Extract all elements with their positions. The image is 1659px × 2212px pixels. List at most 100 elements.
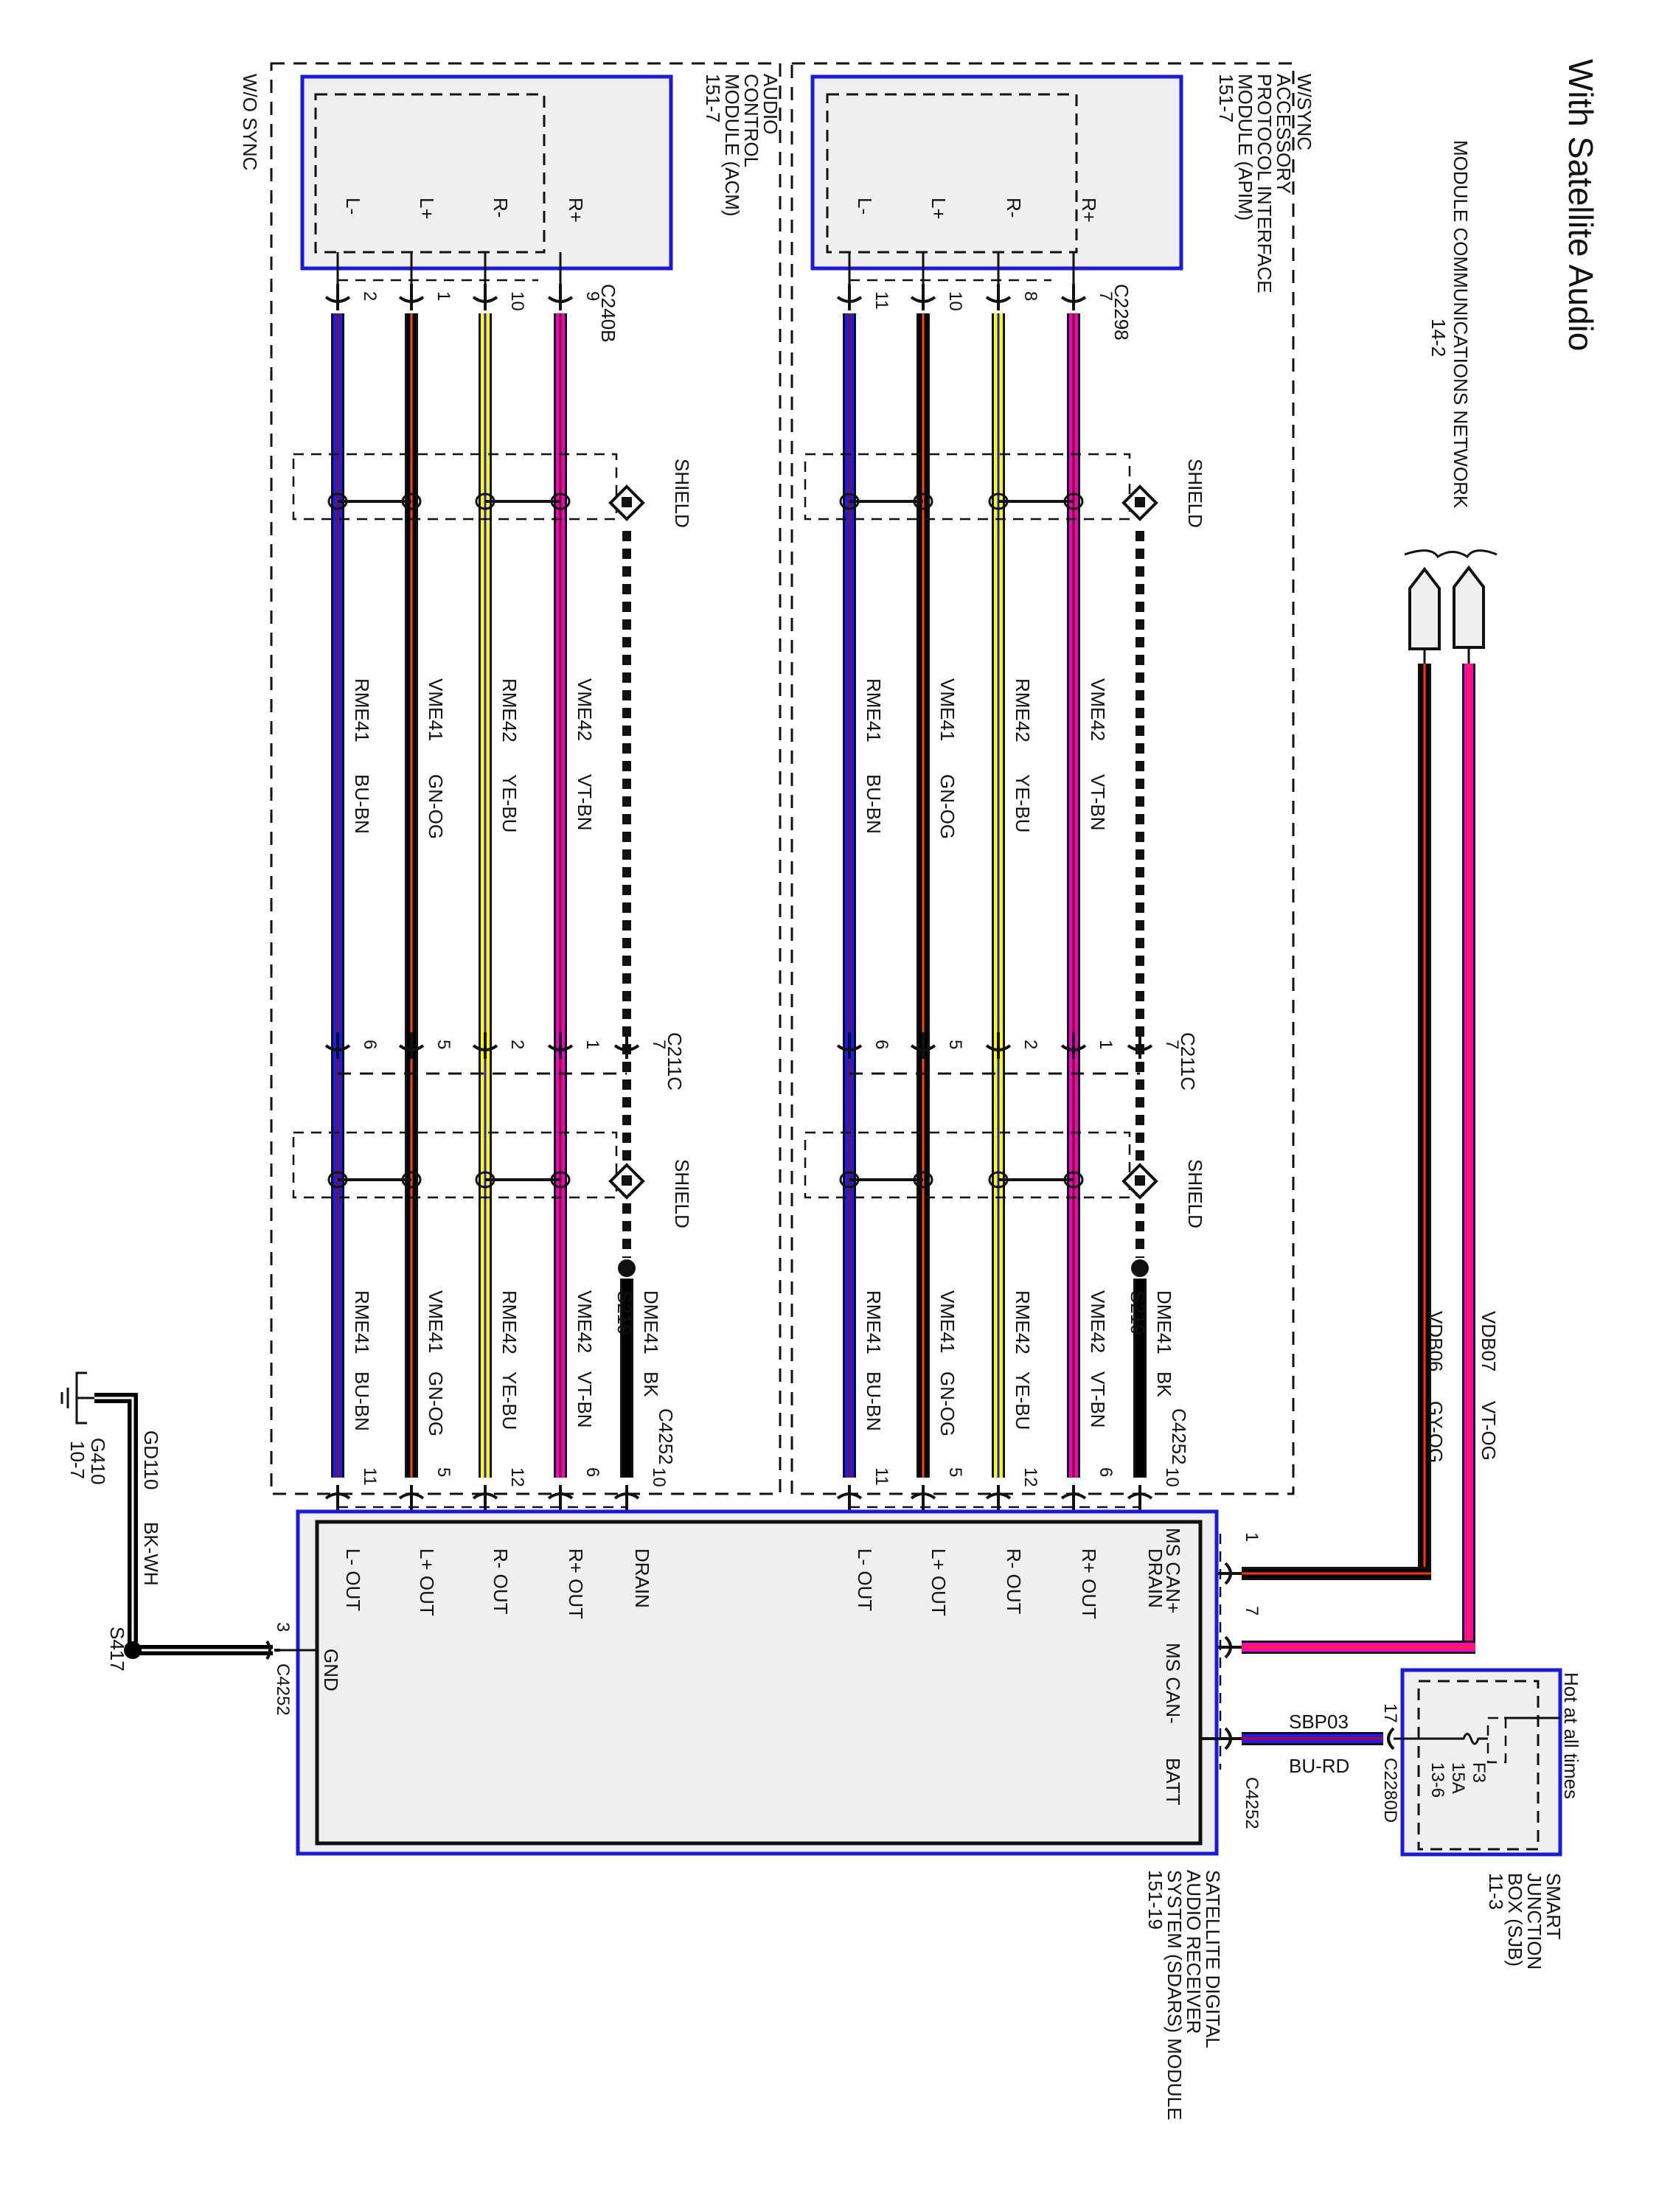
wire-circuit-label: RME41 <box>351 678 373 742</box>
can-connector-vdb06 <box>1408 566 1441 650</box>
module-pin-number: 10 <box>945 291 965 311</box>
inline-pin-connector <box>1060 1032 1087 1059</box>
inline-pin-number: 2 <box>507 1040 527 1049</box>
module-connector-label: C2298 <box>1110 284 1133 341</box>
sdars-module-inner <box>315 1520 1203 1846</box>
ground-splice-label: S417 <box>106 1627 128 1672</box>
section-wo-sync-outline <box>270 62 782 1495</box>
network-brace <box>1404 549 1498 559</box>
sjb-title-line: BOX (SJB) <box>1504 1873 1526 1966</box>
module-pin-connector <box>910 284 936 310</box>
module-terminal: R- <box>1003 198 1025 218</box>
section-wo-sync-label: W/O SYNC <box>239 74 261 170</box>
can-wire-color-vdb07: VT-OG <box>1478 1401 1500 1461</box>
module-pin-connector <box>324 284 351 310</box>
wire-color-label: VT-BN <box>574 774 596 831</box>
splice-s219 <box>1131 1259 1149 1277</box>
inline-pin-number: 1 <box>1096 1040 1116 1049</box>
ground-circuit: GD110 <box>140 1430 162 1489</box>
section-w-sync-label: W/SYNC <box>1293 74 1315 150</box>
sdars-title-line: SYSTEM (SDARS) MODULE <box>1164 1870 1186 2121</box>
wire-circuit-label: RME42 <box>1012 1290 1034 1354</box>
acm-module-inner <box>314 93 546 254</box>
module-title-line: 151-7 <box>1215 74 1237 123</box>
inline-pin-connector <box>985 1032 1012 1059</box>
inline-pin-connector <box>547 1032 574 1059</box>
sdars-connector-batt: C4252 <box>1242 1777 1262 1829</box>
ground-splice-s417 <box>124 1641 142 1659</box>
inline-pin-connector <box>398 1032 425 1059</box>
sdars-terminal: L- OUT <box>342 1548 364 1611</box>
ground-symbol-icon <box>60 1371 94 1425</box>
sjb-title-line: JUNCTION <box>1523 1873 1545 1969</box>
splice-label: S219 <box>1127 1290 1149 1335</box>
sdars-terminal: R- OUT <box>1003 1548 1025 1615</box>
can-wire-circuit-vdb06: VDB06 <box>1425 1311 1447 1371</box>
shield-box <box>804 1131 1131 1199</box>
inline-pin-connector <box>1127 1032 1153 1059</box>
ground-point-ref: 10-7 <box>66 1441 88 1479</box>
wire-color-label: BK <box>640 1371 662 1397</box>
module-title-line: ACCESSORY <box>1273 74 1295 194</box>
module-pin-connector <box>985 284 1012 310</box>
module-pin-number: 11 <box>872 291 891 310</box>
wire-color-label: BU-BN <box>863 774 885 834</box>
wire-circuit-label: VME42 <box>1087 1290 1109 1353</box>
module-pin-number: 1 <box>434 291 453 301</box>
fuse-icon <box>1456 1733 1488 1745</box>
can-wires <box>1200 647 1475 1659</box>
inline-pin-number: 5 <box>945 1040 965 1049</box>
inline-pin-number: 6 <box>872 1040 891 1049</box>
fuse-ref: 13-6 <box>1427 1762 1447 1798</box>
inline-pin-connector <box>324 1032 351 1059</box>
shield-label: SHIELD <box>671 459 693 528</box>
sdars-terminal-gnd: GND <box>320 1649 342 1691</box>
wire-circuit-label: RME41 <box>863 1290 885 1354</box>
ground-wire <box>94 1393 317 1657</box>
sjb-connector: C2280D <box>1380 1758 1400 1823</box>
shield-label: SHIELD <box>1184 459 1206 528</box>
shield-box <box>292 1131 618 1199</box>
sjb-box <box>1400 1668 1562 1857</box>
power-wire <box>1200 1727 1395 1750</box>
can-wire-color-vdb06: GY-OG <box>1425 1401 1447 1463</box>
inline-pin-number: 1 <box>582 1040 602 1049</box>
sjb-title-line: 11-3 <box>1485 1873 1507 1910</box>
module-title-line: CONTROL <box>740 74 762 167</box>
ground-color-code: BK-WH <box>140 1522 162 1586</box>
sdars-connector-label: C4252 <box>655 1408 677 1465</box>
fuse-name: F3 <box>1469 1762 1489 1783</box>
module-pin-connector <box>1060 284 1087 310</box>
module-pin-number: 7 <box>1096 291 1116 301</box>
module-terminal: L- <box>854 198 876 215</box>
can-pin-1: 1 <box>1242 1532 1262 1542</box>
sdars-terminal: R+ OUT <box>565 1548 587 1619</box>
wire-color-label: YE-BU <box>1012 1371 1034 1430</box>
sdars-pin-number: 5 <box>434 1467 453 1477</box>
inline-connector-label: C211C <box>1177 1032 1199 1091</box>
sjb-pin: 17 <box>1380 1703 1400 1723</box>
wire-color-label: YE-BU <box>498 774 521 832</box>
wire-circuit-label: VME41 <box>936 1290 959 1353</box>
sdars-pin-number: 10 <box>1162 1467 1182 1487</box>
network-label: MODULE COMMUNICATIONS NETWORK <box>1450 140 1472 509</box>
module-pin-connector <box>398 284 425 310</box>
wire-color-label: GN-OG <box>936 774 959 839</box>
shield-label: SHIELD <box>671 1159 693 1228</box>
inline-pin-number: 7 <box>1162 1040 1182 1049</box>
wire-color-label: YE-BU <box>498 1371 521 1430</box>
wire-color-label: GN-OG <box>936 1371 959 1436</box>
acm-module-box <box>300 74 673 271</box>
wire-circuit-label: VME41 <box>425 678 447 741</box>
wire-color-label: BU-BN <box>351 1371 373 1431</box>
sjb-fuse-holder <box>1486 1717 1507 1764</box>
module-connector-label: C240B <box>597 284 619 343</box>
splice-label: S219 <box>613 1290 636 1335</box>
sdars-terminal: R- OUT <box>490 1548 512 1615</box>
wire-color-label: VT-BN <box>1087 774 1109 831</box>
shield-box <box>804 453 1131 521</box>
